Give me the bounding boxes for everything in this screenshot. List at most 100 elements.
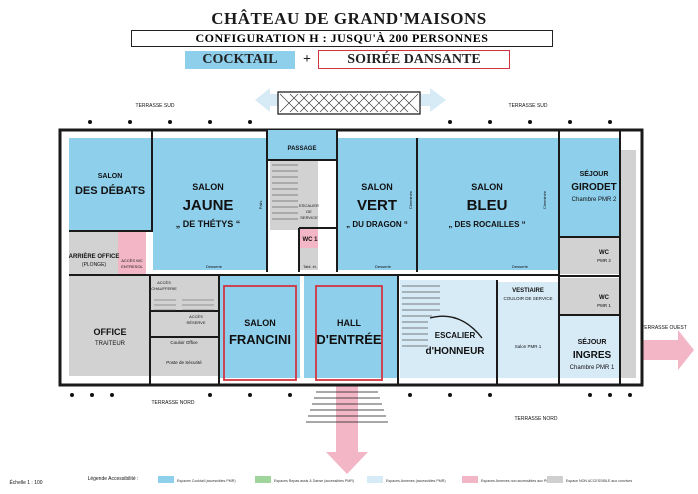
- configuration-subtitle: CONFIGURATION H : JUSQU'À 200 PERSONNES: [131, 30, 553, 47]
- legend-title: Légende Accessibilité :: [88, 476, 139, 482]
- terrace-ouest-arrow: [640, 330, 694, 370]
- acces-chaufferie-line2: CHAUFFERIE: [151, 286, 177, 291]
- wc-pmr1-line1: WC: [599, 295, 610, 301]
- scale-label: Échelle 1 : 100: [9, 479, 42, 486]
- couloir-office-label: Couloir Office: [170, 340, 198, 345]
- sejour-ingres-line2: INGRES: [573, 350, 612, 361]
- annex-escalier-honneur: [400, 280, 497, 378]
- legend-label: Espaces Repas assis & Danse (accessibles…: [274, 479, 354, 483]
- grey-office: [69, 276, 151, 376]
- grey-wc-pmr1: [560, 278, 620, 314]
- salon-bleu-line1: SALON: [471, 182, 503, 192]
- legend: Espaces Cocktail (accessibles PMR) Espace…: [158, 476, 632, 483]
- cheminee-2: Cheminée: [542, 190, 547, 209]
- escalier-service-line3: SERVICE: [300, 215, 318, 220]
- pink-wc1: [300, 228, 318, 248]
- acces-chaufferie-line1: ACCÈS: [157, 280, 171, 285]
- sejour-girodet-line1: SÉJOUR: [580, 169, 609, 178]
- terrace-ouest: TERRASSE OUEST: [641, 325, 687, 331]
- sejour-girodet-line2: GIRODET: [571, 182, 617, 193]
- grey-tabl: [300, 248, 318, 270]
- acces-reserve-line2: RÉSERVE: [186, 320, 205, 325]
- legend-swatch: [462, 476, 478, 483]
- office-line1: OFFICE: [94, 327, 127, 337]
- room-salon-bleu: [418, 138, 558, 270]
- north-railing: [70, 393, 632, 397]
- stair-service: [272, 164, 298, 220]
- annex-vestiaire: [497, 282, 560, 306]
- interior-walls: [69, 130, 621, 385]
- terrace-sud-right: TERRASSE SUD: [509, 103, 548, 109]
- wc-pmr1-line2: PMR 1: [597, 303, 611, 308]
- grey-arriere-office: [69, 232, 118, 274]
- salon-pmr1-label: Salon PMR 1: [515, 344, 542, 349]
- salon-jaune-line1: SALON: [192, 182, 224, 192]
- grey-chaufferie: [151, 276, 178, 312]
- room-salon-francini: [220, 276, 300, 378]
- salon-vert-line3: „ DU DRAGON “: [346, 220, 408, 229]
- south-railing: [88, 120, 612, 124]
- salon-debats-line2: DES DÉBATS: [75, 184, 145, 197]
- legend-swatch: [158, 476, 174, 483]
- grey-wc-pmr2: [560, 238, 620, 274]
- salon-vert-line2: VERT: [357, 197, 397, 214]
- room-salon-vert: [338, 138, 416, 270]
- legend-label: Espaces Annexes non accessibles aux PMR: [481, 479, 552, 483]
- salon-jaune-line2: JAUNE: [183, 197, 234, 214]
- desserte-1: Desserte: [206, 264, 223, 269]
- legend-label: Espace NON ACCESSIBLE aux convives: [566, 479, 632, 483]
- salon-bleu-line3: „ DES ROCAILLES “: [448, 220, 525, 229]
- stair-chaufferie: [154, 299, 214, 311]
- escalier-service-line2: DE: [306, 209, 312, 214]
- balcony-hatch: [279, 93, 419, 113]
- hall-entree-line1: HALL: [337, 318, 361, 328]
- stair-honneur: [402, 285, 483, 347]
- acces-wc-line1: ACCÈS WC: [121, 258, 143, 263]
- annex-salon-pmr1: [497, 306, 560, 378]
- vestiaire-line1: VESTIAIRE: [512, 288, 544, 294]
- sejour-ingres-line3: Chambre PMR 1: [570, 365, 615, 371]
- plus-sign: +: [303, 52, 311, 67]
- soiree-dansante-tag: SOIRÉE DANSANTE: [318, 50, 510, 69]
- legend-label: Espaces Annexes (accessibles PMR): [386, 479, 446, 483]
- office-line2: TRAITEUR: [95, 341, 126, 347]
- room-passage: [268, 130, 336, 160]
- escalier-honneur-line1: ESCALIER: [435, 331, 476, 340]
- grey-right-column: [620, 150, 636, 378]
- arriere-office-line2: (PLONGE): [82, 262, 107, 268]
- escalier-service-line1: ESCALIER: [299, 203, 319, 208]
- vestiaire-line2: COULOIR DE SERVICE: [504, 296, 553, 301]
- acces-reserve-line1: ACCÈS: [189, 314, 203, 319]
- cheminee-1: Cheminée: [408, 190, 413, 209]
- passage-label: PASSAGE: [288, 146, 317, 152]
- grey-couloir-office: [151, 312, 218, 338]
- salon-francini-line1: SALON: [244, 318, 276, 328]
- salon-debats-line1: SALON: [98, 173, 123, 180]
- tabl-el-label: Tabl. él.: [303, 264, 317, 269]
- terrace-nord-right: TERRASSE NORD: [514, 416, 557, 422]
- sejour-ingres-line1: SÉJOUR: [578, 337, 607, 346]
- wc-pmr2-line1: WC: [599, 250, 610, 256]
- salon-vert-line1: SALON: [361, 182, 393, 192]
- desserte-3: Desserte: [512, 264, 529, 269]
- arriere-office-line1: ARRIÈRE OFFICE: [69, 252, 120, 260]
- salon-jaune-line3: „ DE THÉTYS “: [176, 219, 241, 229]
- salon-francini-line2: FRANCINI: [229, 332, 291, 347]
- grey-poste-securite: [151, 338, 218, 376]
- pink-acces-wc: [118, 232, 146, 274]
- terrace-nord-left: TERRASSE NORD: [151, 400, 194, 406]
- legend-swatch: [547, 476, 563, 483]
- acces-wc-line2: ENTRESOL: [121, 264, 143, 269]
- legend-swatch: [255, 476, 271, 483]
- terrace-sud-left: TERRASSE SUD: [136, 103, 175, 109]
- room-salon-jaune: [153, 138, 266, 270]
- room-sejour-girodet: [560, 138, 620, 236]
- wc-pmr2-line2: PMR 2: [597, 258, 611, 263]
- poste-securite-label: Poste de Sécurité: [166, 360, 202, 365]
- highlight-hall-entree: [315, 285, 383, 381]
- annex-sejour-ingres: [560, 316, 620, 378]
- escalier-honneur-line2: d'HONNEUR: [425, 346, 485, 357]
- cocktail-tag: COCKTAIL: [185, 51, 295, 69]
- legend-label: Espaces Cocktail (accessibles PMR): [177, 479, 236, 483]
